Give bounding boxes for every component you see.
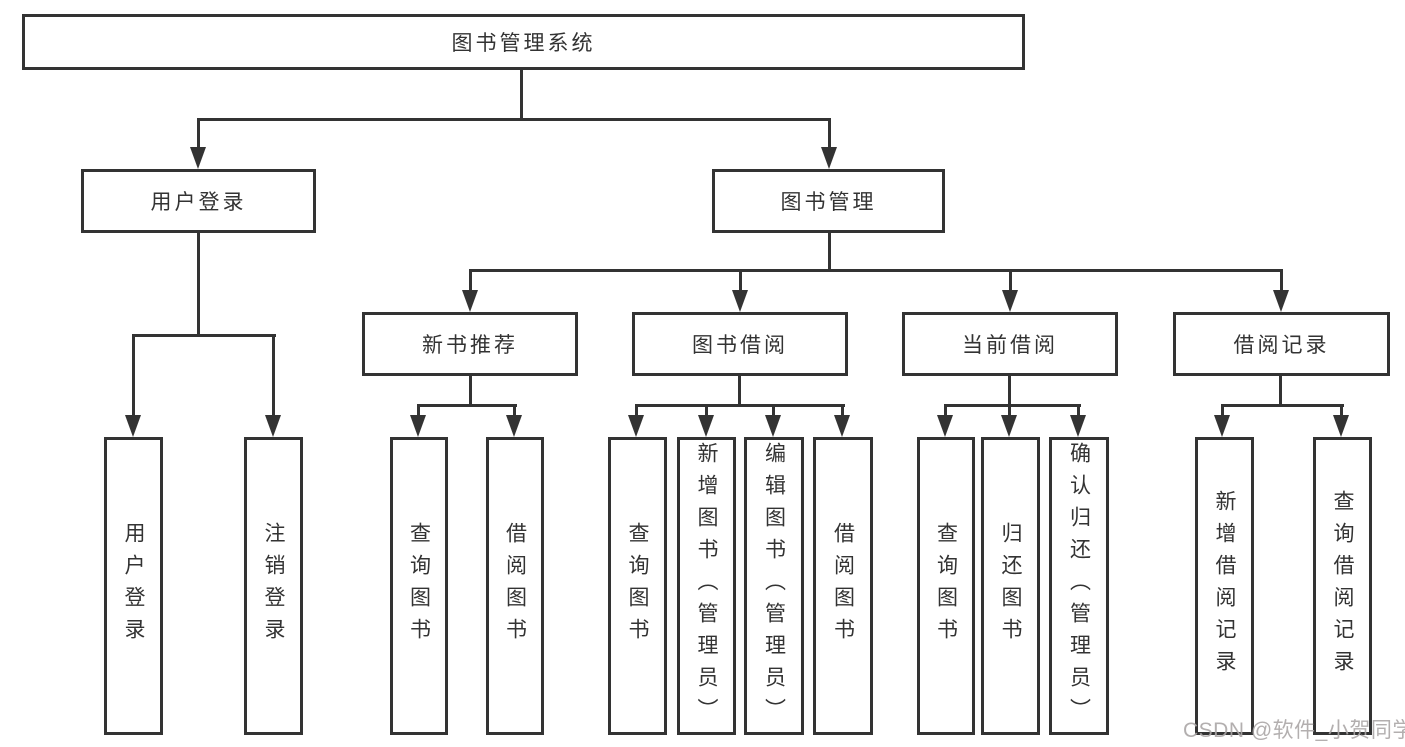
leaf-edit-books-admin: 编辑图书（管理员） — [744, 437, 804, 735]
node-book-borrowing: 图书借阅 — [632, 312, 848, 376]
arrow-down-icon — [821, 147, 837, 169]
leaf-add-borrow-record: 新增借阅记录 — [1195, 437, 1254, 735]
connector-hline — [469, 269, 1283, 272]
connector-vline — [197, 118, 200, 148]
arrow-down-icon — [410, 415, 426, 437]
connector-vline — [1221, 404, 1224, 417]
csdn-watermark: CSDN @软件_小贺同学 — [1183, 719, 1405, 742]
leaf-add-borrow-record-label: 新增借阅记录 — [1213, 490, 1236, 682]
connector-vline — [1008, 404, 1011, 417]
leaf-user-login-label: 用户登录 — [122, 522, 145, 650]
arrow-down-icon — [1214, 415, 1230, 437]
leaf-query-borrow-record: 查询借阅记录 — [1313, 437, 1372, 735]
node-book-management-label: 图书管理 — [780, 191, 877, 214]
leaf-confirm-return-admin: 确认归还（管理员） — [1049, 437, 1109, 735]
connector-vline — [828, 118, 831, 148]
arrow-down-icon — [765, 415, 781, 437]
connector-hline — [1221, 404, 1344, 407]
connector-vline — [705, 404, 708, 417]
connector-hline — [417, 404, 517, 407]
arrow-down-icon — [462, 290, 478, 312]
node-new-book-recommendation: 新书推荐 — [362, 312, 578, 376]
connector-vline — [1279, 376, 1282, 406]
node-root-label: 图书管理系统 — [451, 32, 596, 55]
leaf-user-login: 用户登录 — [104, 437, 163, 735]
arrow-down-icon — [834, 415, 850, 437]
leaf-query-books: 查询图书 — [917, 437, 975, 735]
connector-vline — [1340, 404, 1343, 417]
node-root: 图书管理系统 — [22, 14, 1025, 70]
connector-vline — [513, 404, 516, 417]
connector-vline — [272, 334, 275, 416]
node-current-borrowing: 当前借阅 — [902, 312, 1118, 376]
leaf-query-books-label: 查询图书 — [407, 522, 431, 650]
leaf-borrow-books-label: 借阅图书 — [831, 522, 855, 650]
arrow-down-icon — [628, 415, 644, 437]
arrow-down-icon — [1070, 415, 1086, 437]
leaf-return-books-label: 归还图书 — [999, 522, 1022, 650]
connector-vline — [944, 404, 947, 417]
node-book-borrowing-label: 图书借阅 — [692, 334, 788, 357]
connector-vline — [469, 269, 472, 292]
arrow-down-icon — [1333, 415, 1349, 437]
connector-vline — [520, 70, 523, 118]
leaf-return-books: 归还图书 — [981, 437, 1040, 735]
leaf-confirm-return-admin-label: 确认归还（管理员） — [1067, 442, 1091, 730]
node-borrowing-records: 借阅记录 — [1173, 312, 1390, 376]
connector-hline — [197, 118, 831, 121]
arrow-down-icon — [265, 415, 281, 437]
arrow-down-icon — [1273, 290, 1289, 312]
connector-vline — [635, 404, 638, 417]
connector-vline — [738, 376, 741, 406]
connector-vline — [739, 269, 742, 292]
leaf-logout-label: 注销登录 — [262, 522, 285, 650]
leaf-query-borrow-record-label: 查询借阅记录 — [1331, 490, 1354, 682]
connector-vline — [417, 404, 420, 417]
connector-vline — [1077, 404, 1080, 417]
leaf-borrow-books: 借阅图书 — [813, 437, 873, 735]
leaf-query-books: 查询图书 — [390, 437, 448, 735]
node-current-borrowing-label: 当前借阅 — [962, 334, 1058, 357]
connector-vline — [1280, 269, 1283, 292]
connector-hline — [944, 404, 1081, 407]
leaf-borrow-books-label: 借阅图书 — [503, 522, 527, 650]
leaf-query-books-label: 查询图书 — [934, 522, 958, 650]
node-book-management: 图书管理 — [712, 169, 945, 233]
connector-vline — [828, 233, 831, 271]
node-user-login-label: 用户登录 — [150, 191, 247, 214]
leaf-edit-books-admin-label: 编辑图书（管理员） — [762, 442, 786, 730]
leaf-add-books-admin: 新增图书（管理员） — [677, 437, 736, 735]
connector-hline — [635, 404, 845, 407]
connector-vline — [1009, 269, 1012, 292]
leaf-query-books: 查询图书 — [608, 437, 667, 735]
arrow-down-icon — [506, 415, 522, 437]
leaf-logout: 注销登录 — [244, 437, 303, 735]
connector-vline — [469, 376, 472, 406]
arrow-down-icon — [125, 415, 141, 437]
node-borrowing-records-label: 借阅记录 — [1233, 334, 1330, 357]
connector-vline — [1008, 376, 1011, 406]
arrow-down-icon — [698, 415, 714, 437]
connector-vline — [772, 404, 775, 417]
arrow-down-icon — [732, 290, 748, 312]
arrow-down-icon — [937, 415, 953, 437]
arrow-down-icon — [1001, 415, 1017, 437]
arrow-down-icon — [190, 147, 206, 169]
connector-vline — [841, 404, 844, 417]
leaf-query-books-label: 查询图书 — [626, 522, 649, 650]
connector-hline — [132, 334, 276, 337]
leaf-borrow-books: 借阅图书 — [486, 437, 544, 735]
connector-vline — [132, 334, 135, 416]
leaf-add-books-admin-label: 新增图书（管理员） — [695, 442, 718, 730]
node-new-book-recommendation-label: 新书推荐 — [422, 334, 518, 357]
node-user-login: 用户登录 — [81, 169, 316, 233]
connector-vline — [197, 233, 200, 335]
arrow-down-icon — [1002, 290, 1018, 312]
